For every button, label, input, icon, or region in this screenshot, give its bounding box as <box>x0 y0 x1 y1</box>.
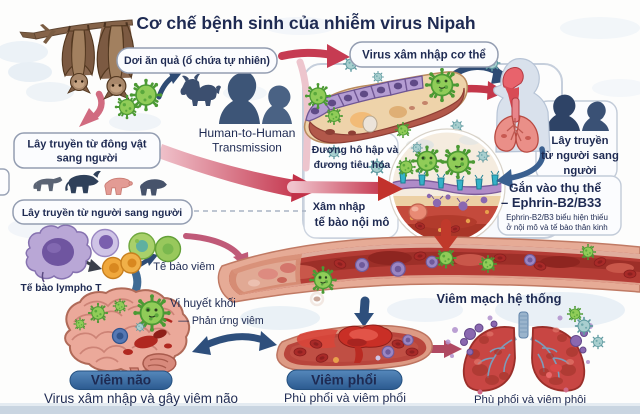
svg-text:Lây truyền từ người sang người: Lây truyền từ người sang người <box>22 207 182 219</box>
svg-text:Virus xâm nhập cơ thể: Virus xâm nhập cơ thể <box>362 50 486 62</box>
svg-text:Vi huyết khối: Vi huyết khối <box>170 298 236 310</box>
svg-text:từ người sang: từ người sang <box>541 150 619 162</box>
svg-text:Xâm nhập: Xâm nhập <box>313 201 366 213</box>
svg-text:Phù phổi và viêm phôi: Phù phổi và viêm phôi <box>474 394 586 406</box>
svg-text:Virus xâm nhập và gây viêm não: Virus xâm nhập và gây viêm não <box>44 391 238 406</box>
svg-text:sang người: sang người <box>56 153 117 165</box>
svg-text:Lây truyền: Lây truyền <box>551 135 608 147</box>
svg-text:— Phản ứng viêm: — Phản ứng viêm <box>178 315 264 327</box>
svg-text:Lây truyền từ đông vật: Lây truyền từ đông vật <box>27 139 147 151</box>
svg-text:người: người <box>563 165 596 177</box>
svg-text:Đương hô hập và: Đương hô hập và <box>312 145 399 156</box>
svg-text:Gắn vào thụ thể: Gắn vào thụ thể <box>509 180 601 195</box>
svg-text:đương tiêu hóa: đương tiêu hóa <box>314 160 391 171</box>
svg-text:Tế bào lympho T: Tế bào lympho T <box>21 282 103 294</box>
svg-text:– Ephrin-B2/B33: – Ephrin-B2/B33 <box>501 195 601 210</box>
svg-text:Dơi ăn quả (ổ chứa tự nhiên): Dơi ăn quả (ổ chứa tự nhiên) <box>124 55 270 67</box>
svg-text:Transmission: Transmission <box>212 141 282 155</box>
svg-text:Viêm mạch hệ thống: Viêm mạch hệ thống <box>437 291 562 306</box>
svg-text:Phù phổi và viêm phổi: Phù phổi và viêm phổi <box>284 391 406 405</box>
svg-text:Cơ chế bệnh sinh của nhiễm vir: Cơ chế bệnh sinh của nhiễm virus Nipah <box>136 12 475 33</box>
svg-text:ở nội mô và tế bào thân kinh: ở nội mô và tế bào thân kinh <box>506 223 607 232</box>
svg-text:Viêm não: Viêm não <box>91 373 151 388</box>
svg-text:tế bào nội mô: tế bào nội mô <box>315 217 390 229</box>
svg-text:Ephrin-B2/B3 biểu hiện thiếu: Ephrin-B2/B3 biểu hiện thiếu <box>506 213 608 222</box>
svg-text:Tế bào viêm: Tế bào viêm <box>153 261 215 273</box>
svg-text:Human-to-Human: Human-to-Human <box>199 126 296 140</box>
svg-text:Viêm phổi: Viêm phổi <box>311 373 377 388</box>
